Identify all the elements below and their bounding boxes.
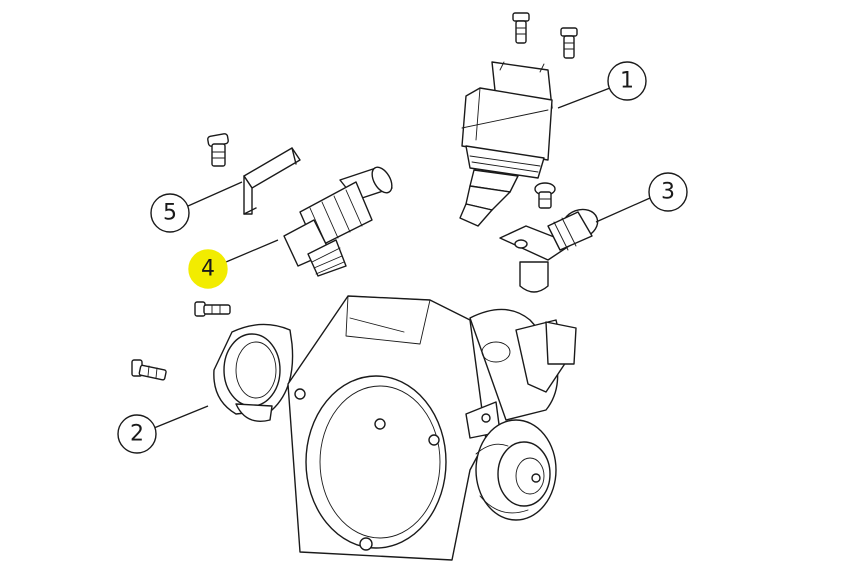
sensor-bracket-clip xyxy=(243,147,301,215)
flange-housing xyxy=(213,323,294,422)
callout-4[interactable]: 4 xyxy=(188,239,279,289)
callout-1-label: 1 xyxy=(620,69,634,94)
callout-2[interactable]: 2 xyxy=(117,405,209,454)
callout-2-circle xyxy=(117,414,157,454)
throttle-body xyxy=(287,295,577,561)
callout-3-label: 3 xyxy=(661,180,675,205)
position-sensor xyxy=(283,166,393,277)
callout-1-circle xyxy=(607,61,647,101)
callout-5-circle xyxy=(150,193,190,233)
callout-5-label: 5 xyxy=(163,201,177,226)
callout-2-label: 2 xyxy=(130,422,144,447)
callout-3[interactable]: 3 xyxy=(595,172,688,223)
idle-air-control-valve xyxy=(459,61,553,227)
temperature-sensor xyxy=(499,208,599,293)
screw-part-1-left xyxy=(512,12,530,44)
screw-part-5 xyxy=(207,133,229,167)
screw-part-2-lower xyxy=(131,359,167,381)
callout-1[interactable]: 1 xyxy=(557,61,647,109)
screw-part-1-right xyxy=(560,27,578,59)
callout-5[interactable]: 5 xyxy=(150,181,243,233)
screw-part-3 xyxy=(534,182,556,209)
callout-4-circle xyxy=(188,249,228,289)
screw-part-2-upper xyxy=(194,301,231,317)
callout-3-circle xyxy=(648,172,688,212)
callout-4-label: 4 xyxy=(201,257,215,282)
